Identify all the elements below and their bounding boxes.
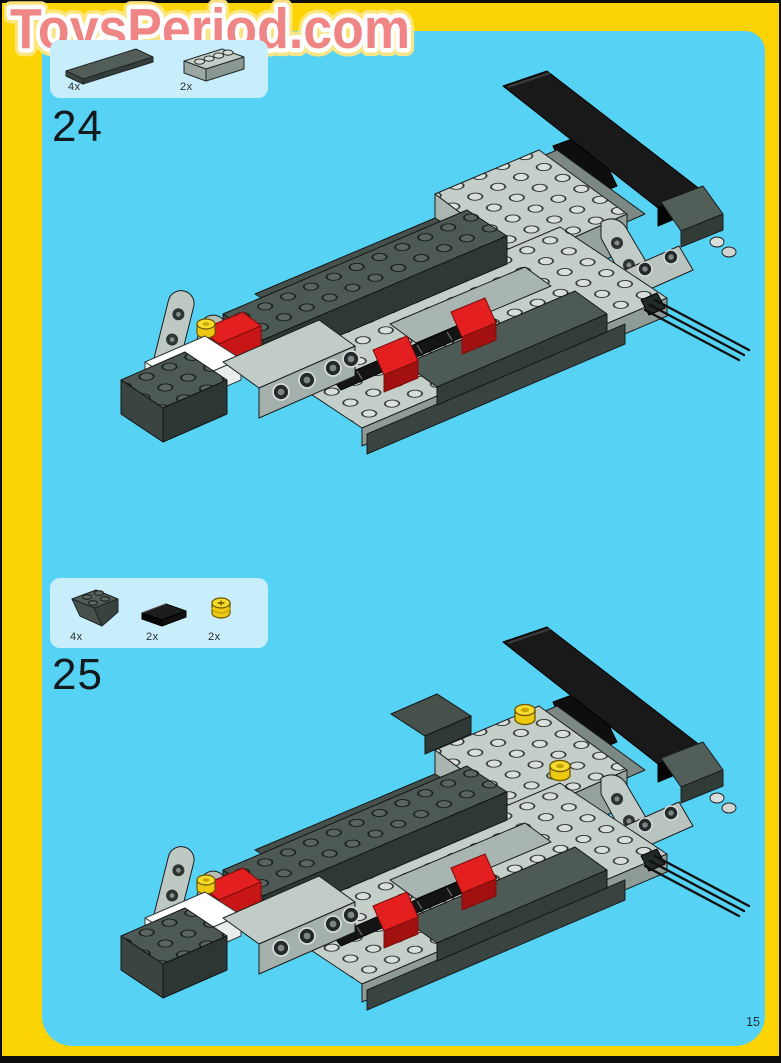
slope-2x2-inverted-dark-gray-icon bbox=[71, 589, 119, 627]
bush-half-yellow-icon bbox=[211, 597, 231, 619]
tile-1x8-dark-gray-icon bbox=[65, 48, 154, 85]
part-count: 2x bbox=[180, 81, 193, 93]
part-count: 4x bbox=[70, 631, 83, 643]
part-count: 2x bbox=[208, 631, 221, 643]
parts-panel-24: 4x 2x bbox=[50, 40, 268, 98]
model-illustration-24 bbox=[119, 69, 751, 456]
step-number-24: 24 bbox=[52, 102, 103, 151]
plate-1x2-black-icon bbox=[141, 603, 187, 627]
model-illustration-25 bbox=[119, 625, 751, 1012]
brick-1x4-light-gray-icon bbox=[183, 48, 245, 82]
step-number-25: 25 bbox=[52, 650, 103, 699]
page-number: 15 bbox=[746, 1015, 760, 1029]
part-count: 4x bbox=[68, 81, 81, 93]
part-count: 2x bbox=[146, 631, 159, 643]
parts-panel-25: 4x 2x 2x bbox=[50, 578, 268, 648]
